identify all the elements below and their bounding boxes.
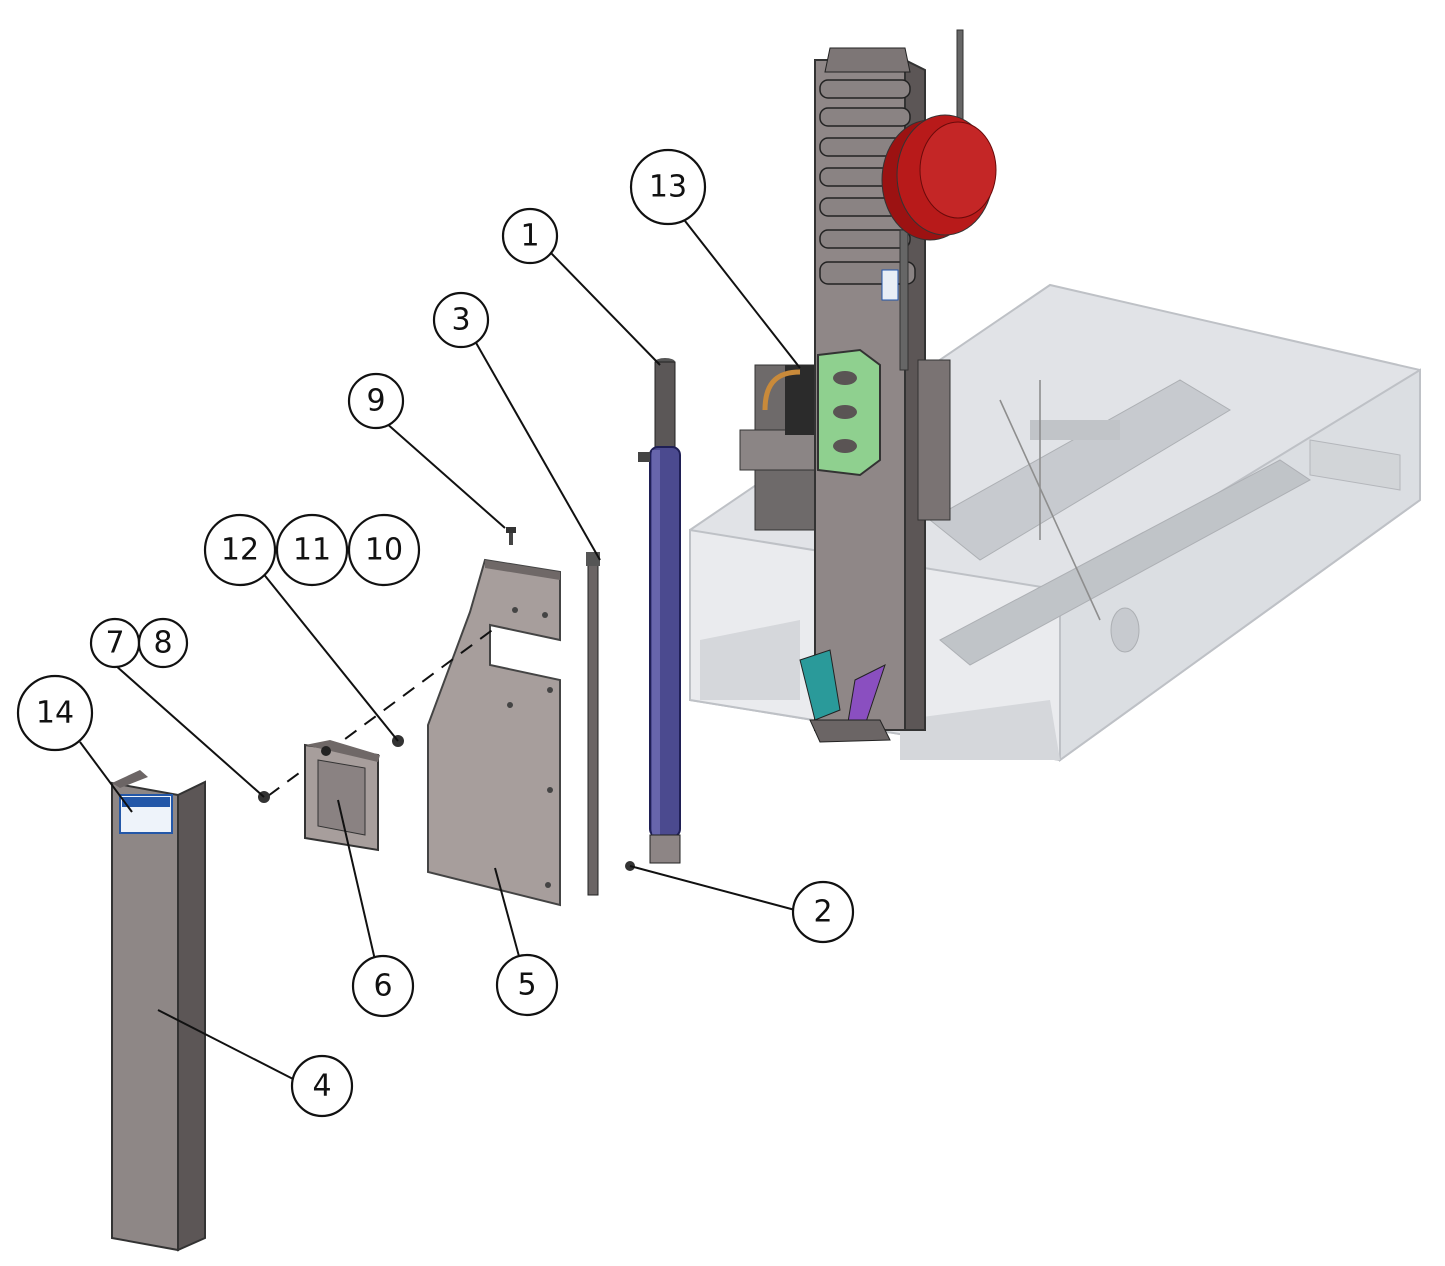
svg-text:8: 8 [153, 626, 172, 661]
svg-text:7: 7 [105, 626, 124, 661]
pulley [881, 114, 997, 241]
callout-6: 6 [351, 954, 415, 1018]
actuator-part-1 [638, 358, 681, 864]
callout-14: 14 [16, 674, 94, 752]
svg-text:12: 12 [221, 533, 259, 568]
callout-10: 10 [347, 513, 421, 587]
callout-4: 4 [290, 1054, 354, 1118]
svg-text:5: 5 [517, 968, 536, 1003]
callout-11: 11 [275, 513, 349, 587]
svg-text:2: 2 [813, 895, 832, 930]
screw-part-9 [506, 527, 516, 545]
svg-text:10: 10 [365, 533, 403, 568]
callout-12: 12 [203, 513, 277, 587]
callout-1: 1 [501, 207, 559, 265]
svg-text:14: 14 [36, 696, 74, 731]
svg-text:6: 6 [373, 969, 392, 1004]
callout-8: 8 [137, 617, 189, 669]
callout-7: 7 [89, 617, 141, 669]
svg-text:11: 11 [293, 533, 331, 568]
callout-13: 13 [629, 148, 707, 226]
callout-9: 9 [347, 372, 405, 430]
svg-text:9: 9 [366, 384, 385, 419]
svg-text:3: 3 [451, 303, 470, 338]
rod-part-3 [586, 552, 600, 896]
column-assembly [739, 29, 997, 743]
leader-lines [79, 211, 801, 1081]
callout-5: 5 [495, 953, 559, 1017]
svg-text:13: 13 [649, 170, 687, 205]
bracket-part-6 [304, 740, 380, 852]
callout-2: 2 [791, 880, 855, 944]
callout-3: 3 [432, 291, 490, 349]
side-plate-part-5 [427, 558, 561, 907]
svg-text:1: 1 [520, 219, 539, 254]
cover-part-4 [111, 770, 206, 1252]
svg-text:4: 4 [312, 1069, 331, 1104]
